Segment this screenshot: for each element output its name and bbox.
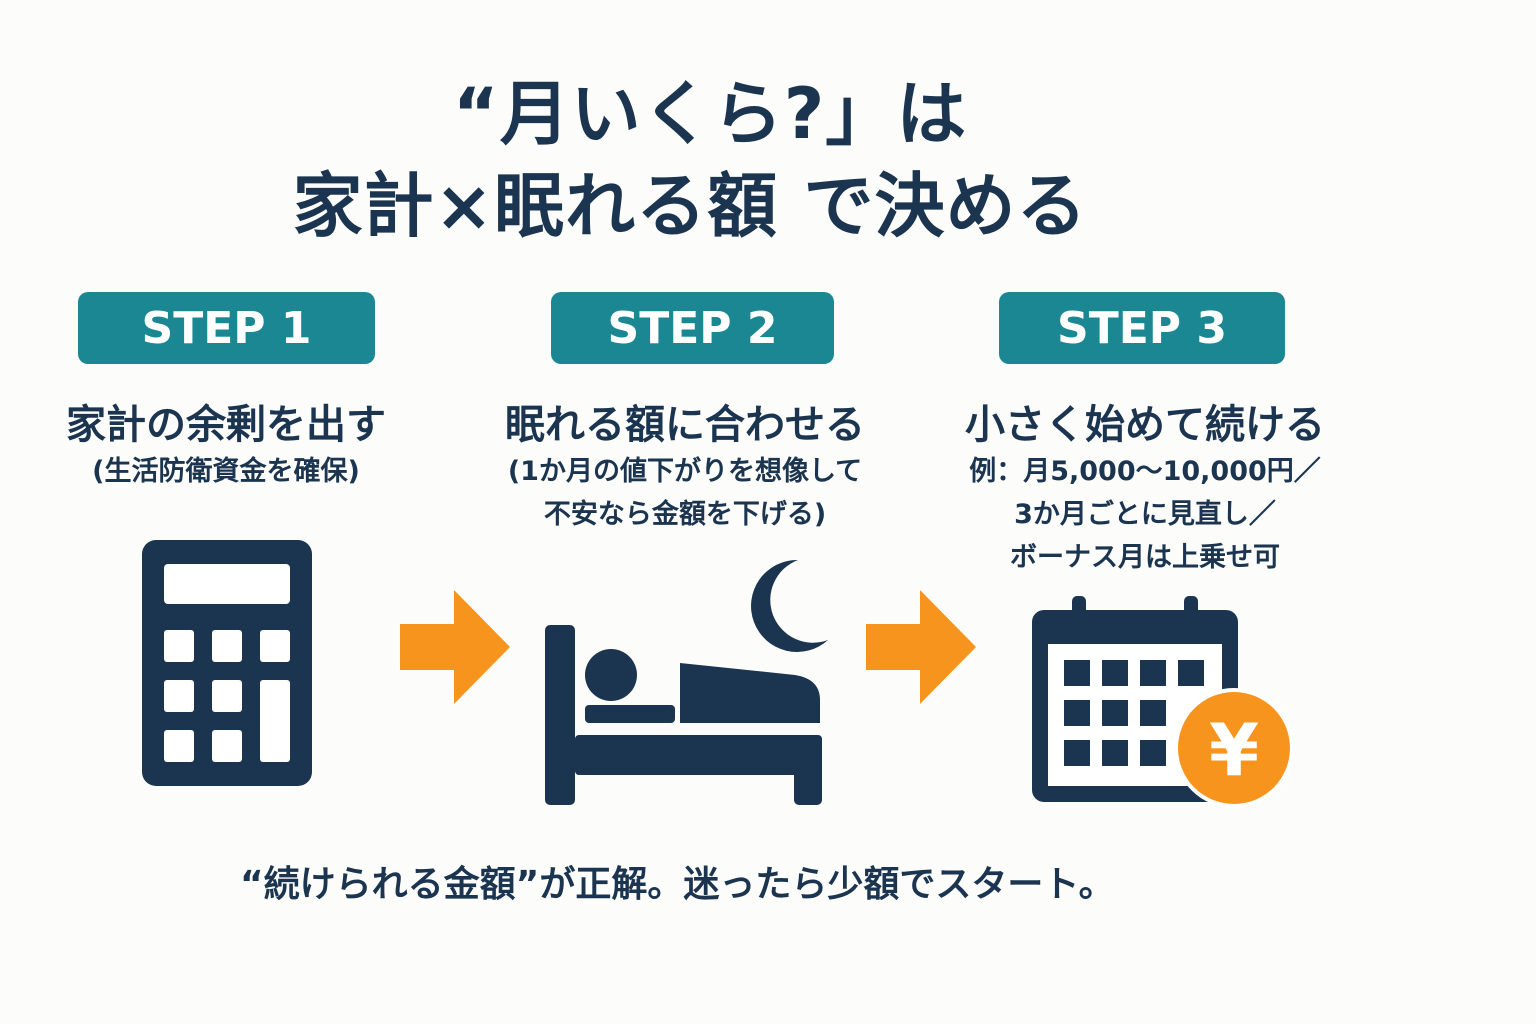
step-1-badge: STEP 1 [78,292,375,364]
calendar-yen-icon [1032,596,1294,808]
title-line-1: “月いくら?」は [452,73,968,155]
note-line: (生活防衛資金を確保) [92,456,360,487]
calculator-icon [142,540,312,786]
step-2-note: (1か月の値下がりを想像して 不安なら金額を下げる) [490,450,880,536]
yen-symbol: ¥ [1208,708,1260,792]
step-1-note: (生活防衛資金を確保) [56,450,396,493]
step-3-badge: STEP 3 [999,292,1285,364]
sleeping-bed-icon [545,559,828,805]
arrow-right-icon [400,590,510,704]
step-3-heading: 小さく始めて続ける [965,402,1325,448]
note-line: (1か月の値下がりを想像して [507,456,863,487]
step-2-heading: 眠れる額に合わせる [505,402,865,448]
footer-message: “続けられる金額”が正解。迷ったら少額でスタート。 [240,864,1115,905]
note-line: ボーナス月は上乗せ可 [1010,542,1280,573]
note-line: 例：月5,000〜10,000円／ [969,456,1321,487]
step-1-heading: 家計の余剰を出す [66,402,386,448]
arrow-right-icon [866,590,976,704]
title-line-2: 家計×眠れる額 で決める [292,165,1088,247]
note-line: 不安なら金額を下げる) [543,499,827,530]
note-line: 3か月ごとに見直し／ [1014,499,1276,530]
step-2-badge: STEP 2 [551,292,834,364]
step-3-note: 例：月5,000〜10,000円／ 3か月ごとに見直し／ ボーナス月は上乗せ可 [955,450,1335,579]
